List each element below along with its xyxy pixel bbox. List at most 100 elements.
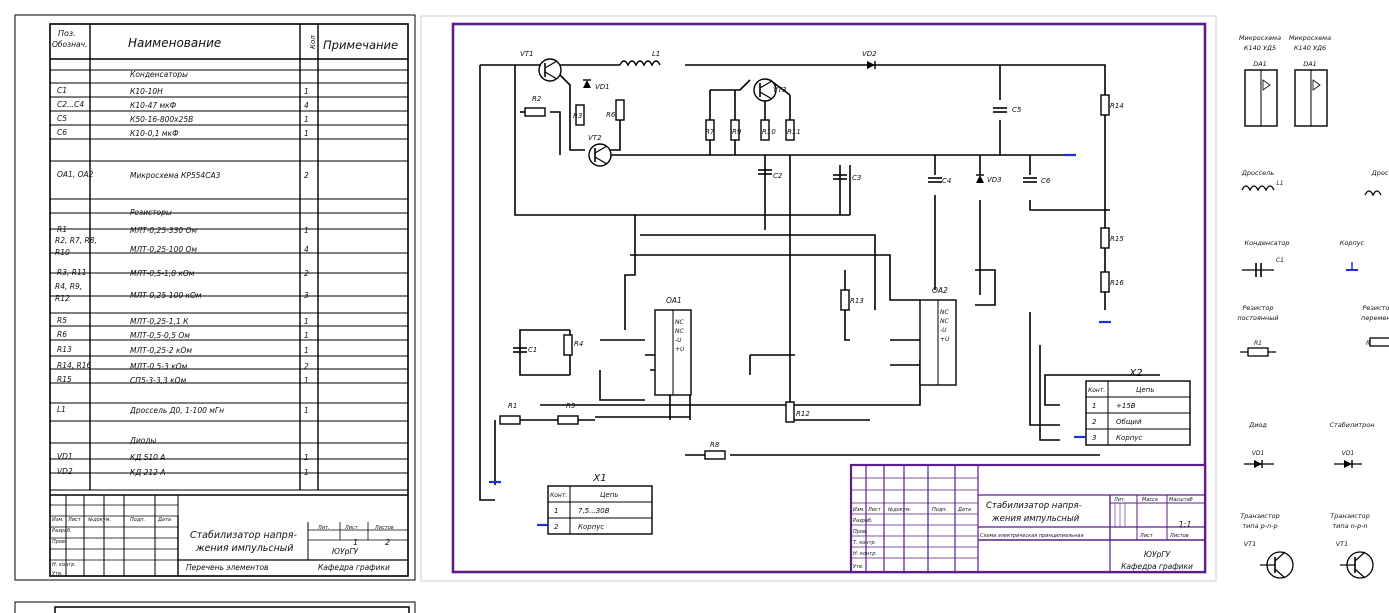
stamp-list: Лист bbox=[67, 517, 82, 523]
row-pos: R12 bbox=[55, 294, 70, 303]
row-name: К10-10Н bbox=[130, 87, 163, 96]
stamp-org: ЮУрГУ bbox=[332, 547, 359, 556]
label-c2: C2 bbox=[773, 172, 783, 180]
label-c6: C6 bbox=[1041, 177, 1051, 185]
resistor-r14 bbox=[1100, 94, 1110, 116]
legend-choke2-symbol bbox=[1364, 190, 1382, 197]
x1-head-cont: Конт. bbox=[550, 492, 567, 499]
resistor-r5 bbox=[557, 415, 579, 425]
stamp-prov: Пров. bbox=[853, 529, 868, 535]
wire bbox=[554, 69, 585, 151]
row-name: МЛТ-0,5-3 кОм bbox=[130, 362, 188, 371]
resistor-r10 bbox=[760, 119, 770, 141]
label-r11: R11 bbox=[787, 128, 801, 136]
legend-choke2-title: Дрос bbox=[1371, 169, 1389, 177]
wire bbox=[1029, 200, 1110, 211]
label-r4: R4 bbox=[574, 340, 583, 348]
row-pos: R1 bbox=[57, 225, 67, 234]
legend-diode-title: Диод bbox=[1248, 421, 1267, 429]
legend-diode-ref: VD1 bbox=[1252, 450, 1265, 457]
row-name: КД 212 А bbox=[130, 468, 165, 477]
row-pos: R13 bbox=[57, 345, 72, 354]
stamp-subtitle: Схема электрическая принципиальная bbox=[980, 533, 1083, 539]
wire bbox=[1044, 374, 1160, 406]
transistor-vt2 bbox=[588, 143, 612, 167]
row-qty: 1 bbox=[304, 129, 309, 138]
legend-npn-symbol bbox=[1354, 551, 1366, 562]
legend-pnp-symbol bbox=[1274, 568, 1286, 579]
stamp-list2: Лист bbox=[344, 525, 359, 531]
legend-mc2-title2: К140 УД6 bbox=[1294, 44, 1326, 52]
row-pos: C1 bbox=[57, 86, 67, 95]
wire bbox=[479, 65, 495, 501]
row-qty: 1 bbox=[304, 87, 309, 96]
header-pos2: Обознач. bbox=[52, 40, 87, 49]
stamp-title2: жения импульсный bbox=[195, 543, 293, 554]
legend-pnp-title2: типа p-n-p bbox=[1242, 522, 1277, 530]
stamp-tkontr: Т. контр. bbox=[853, 540, 876, 546]
row-pos: R4, R9, bbox=[55, 282, 82, 291]
resistor-r1 bbox=[499, 415, 521, 425]
label-c4: C4 bbox=[942, 177, 951, 185]
stamp-prov: Пров. bbox=[52, 539, 67, 545]
row-qty: 1 bbox=[304, 406, 309, 415]
row-pos: R6 bbox=[57, 330, 67, 339]
label-r1: R1 bbox=[508, 402, 517, 410]
row-name: К50-16-800х25В bbox=[130, 115, 193, 124]
row-qty: 1 bbox=[304, 331, 309, 340]
row-pos: C2...C4 bbox=[57, 100, 84, 109]
chip-oa2-pin: NC bbox=[940, 318, 949, 325]
resistor-r3 bbox=[575, 104, 585, 126]
stamp-razrab: Разраб. bbox=[853, 518, 873, 524]
label-r3: R3 bbox=[573, 112, 582, 120]
stamp-box bbox=[849, 463, 1207, 574]
transistor-vt3 bbox=[759, 91, 773, 100]
x1-title: X1 bbox=[592, 473, 606, 484]
stamp-utv: Утв. bbox=[853, 564, 864, 570]
stamp-nkontr: Н. контр. bbox=[52, 562, 76, 568]
wire bbox=[599, 370, 645, 401]
parts-list-border bbox=[14, 14, 416, 581]
row-name: КД 510 А bbox=[130, 453, 165, 462]
legend-npn-title: Транзистор bbox=[1330, 512, 1369, 520]
legend-chassis-title: Корпус bbox=[1340, 239, 1365, 247]
header-qty: Кол bbox=[309, 35, 317, 49]
stamp-podp: Подп. bbox=[130, 517, 145, 523]
label-vd2: VD2 bbox=[862, 50, 877, 58]
wire bbox=[975, 269, 996, 306]
label-oa2: OA2 bbox=[932, 286, 948, 295]
transistor-vt1 bbox=[544, 71, 558, 80]
legend-zener-title: Стабилитрон bbox=[1329, 421, 1374, 429]
resistor-r6 bbox=[615, 99, 625, 121]
stamp-izm: Изм. bbox=[52, 517, 64, 523]
x2-c: Общий bbox=[1116, 418, 1142, 426]
row-pos: R15 bbox=[57, 375, 72, 384]
label-r13: R13 bbox=[850, 297, 864, 305]
row-qty: 1 bbox=[304, 453, 309, 462]
legend-zener-ref: VD1 bbox=[1342, 450, 1355, 457]
row-name: МЛТ-0,25-2 кОм bbox=[130, 346, 192, 355]
row-pos: R3, R11 bbox=[57, 268, 87, 277]
x2-head-cont: Конт. bbox=[1088, 387, 1105, 394]
legend-pnp-ref: VT1 bbox=[1244, 540, 1257, 548]
row-qty: 2 bbox=[304, 269, 309, 278]
legend-res-symbol bbox=[1247, 347, 1269, 357]
resistor-r7 bbox=[705, 119, 715, 141]
label-l1: L1 bbox=[652, 50, 660, 58]
chip-oa2-pin: NC bbox=[940, 309, 949, 316]
parts-list-grid bbox=[50, 24, 408, 576]
transistor-vt1 bbox=[544, 60, 558, 69]
stamp-data: Дата bbox=[157, 517, 171, 523]
wire bbox=[685, 64, 1106, 310]
stamp-doctype: Перечень элементов bbox=[186, 563, 268, 572]
stamp-razrab: Разраб. bbox=[52, 528, 72, 534]
stamp-data: Дата bbox=[957, 507, 971, 513]
x1-n: 1 bbox=[554, 507, 558, 515]
stamp-utv: Утв. bbox=[52, 571, 63, 577]
diode-vd2 bbox=[867, 61, 875, 69]
wire bbox=[630, 254, 920, 301]
row-name: Резисторы bbox=[130, 208, 172, 217]
x2-title: X2 bbox=[1128, 368, 1142, 379]
